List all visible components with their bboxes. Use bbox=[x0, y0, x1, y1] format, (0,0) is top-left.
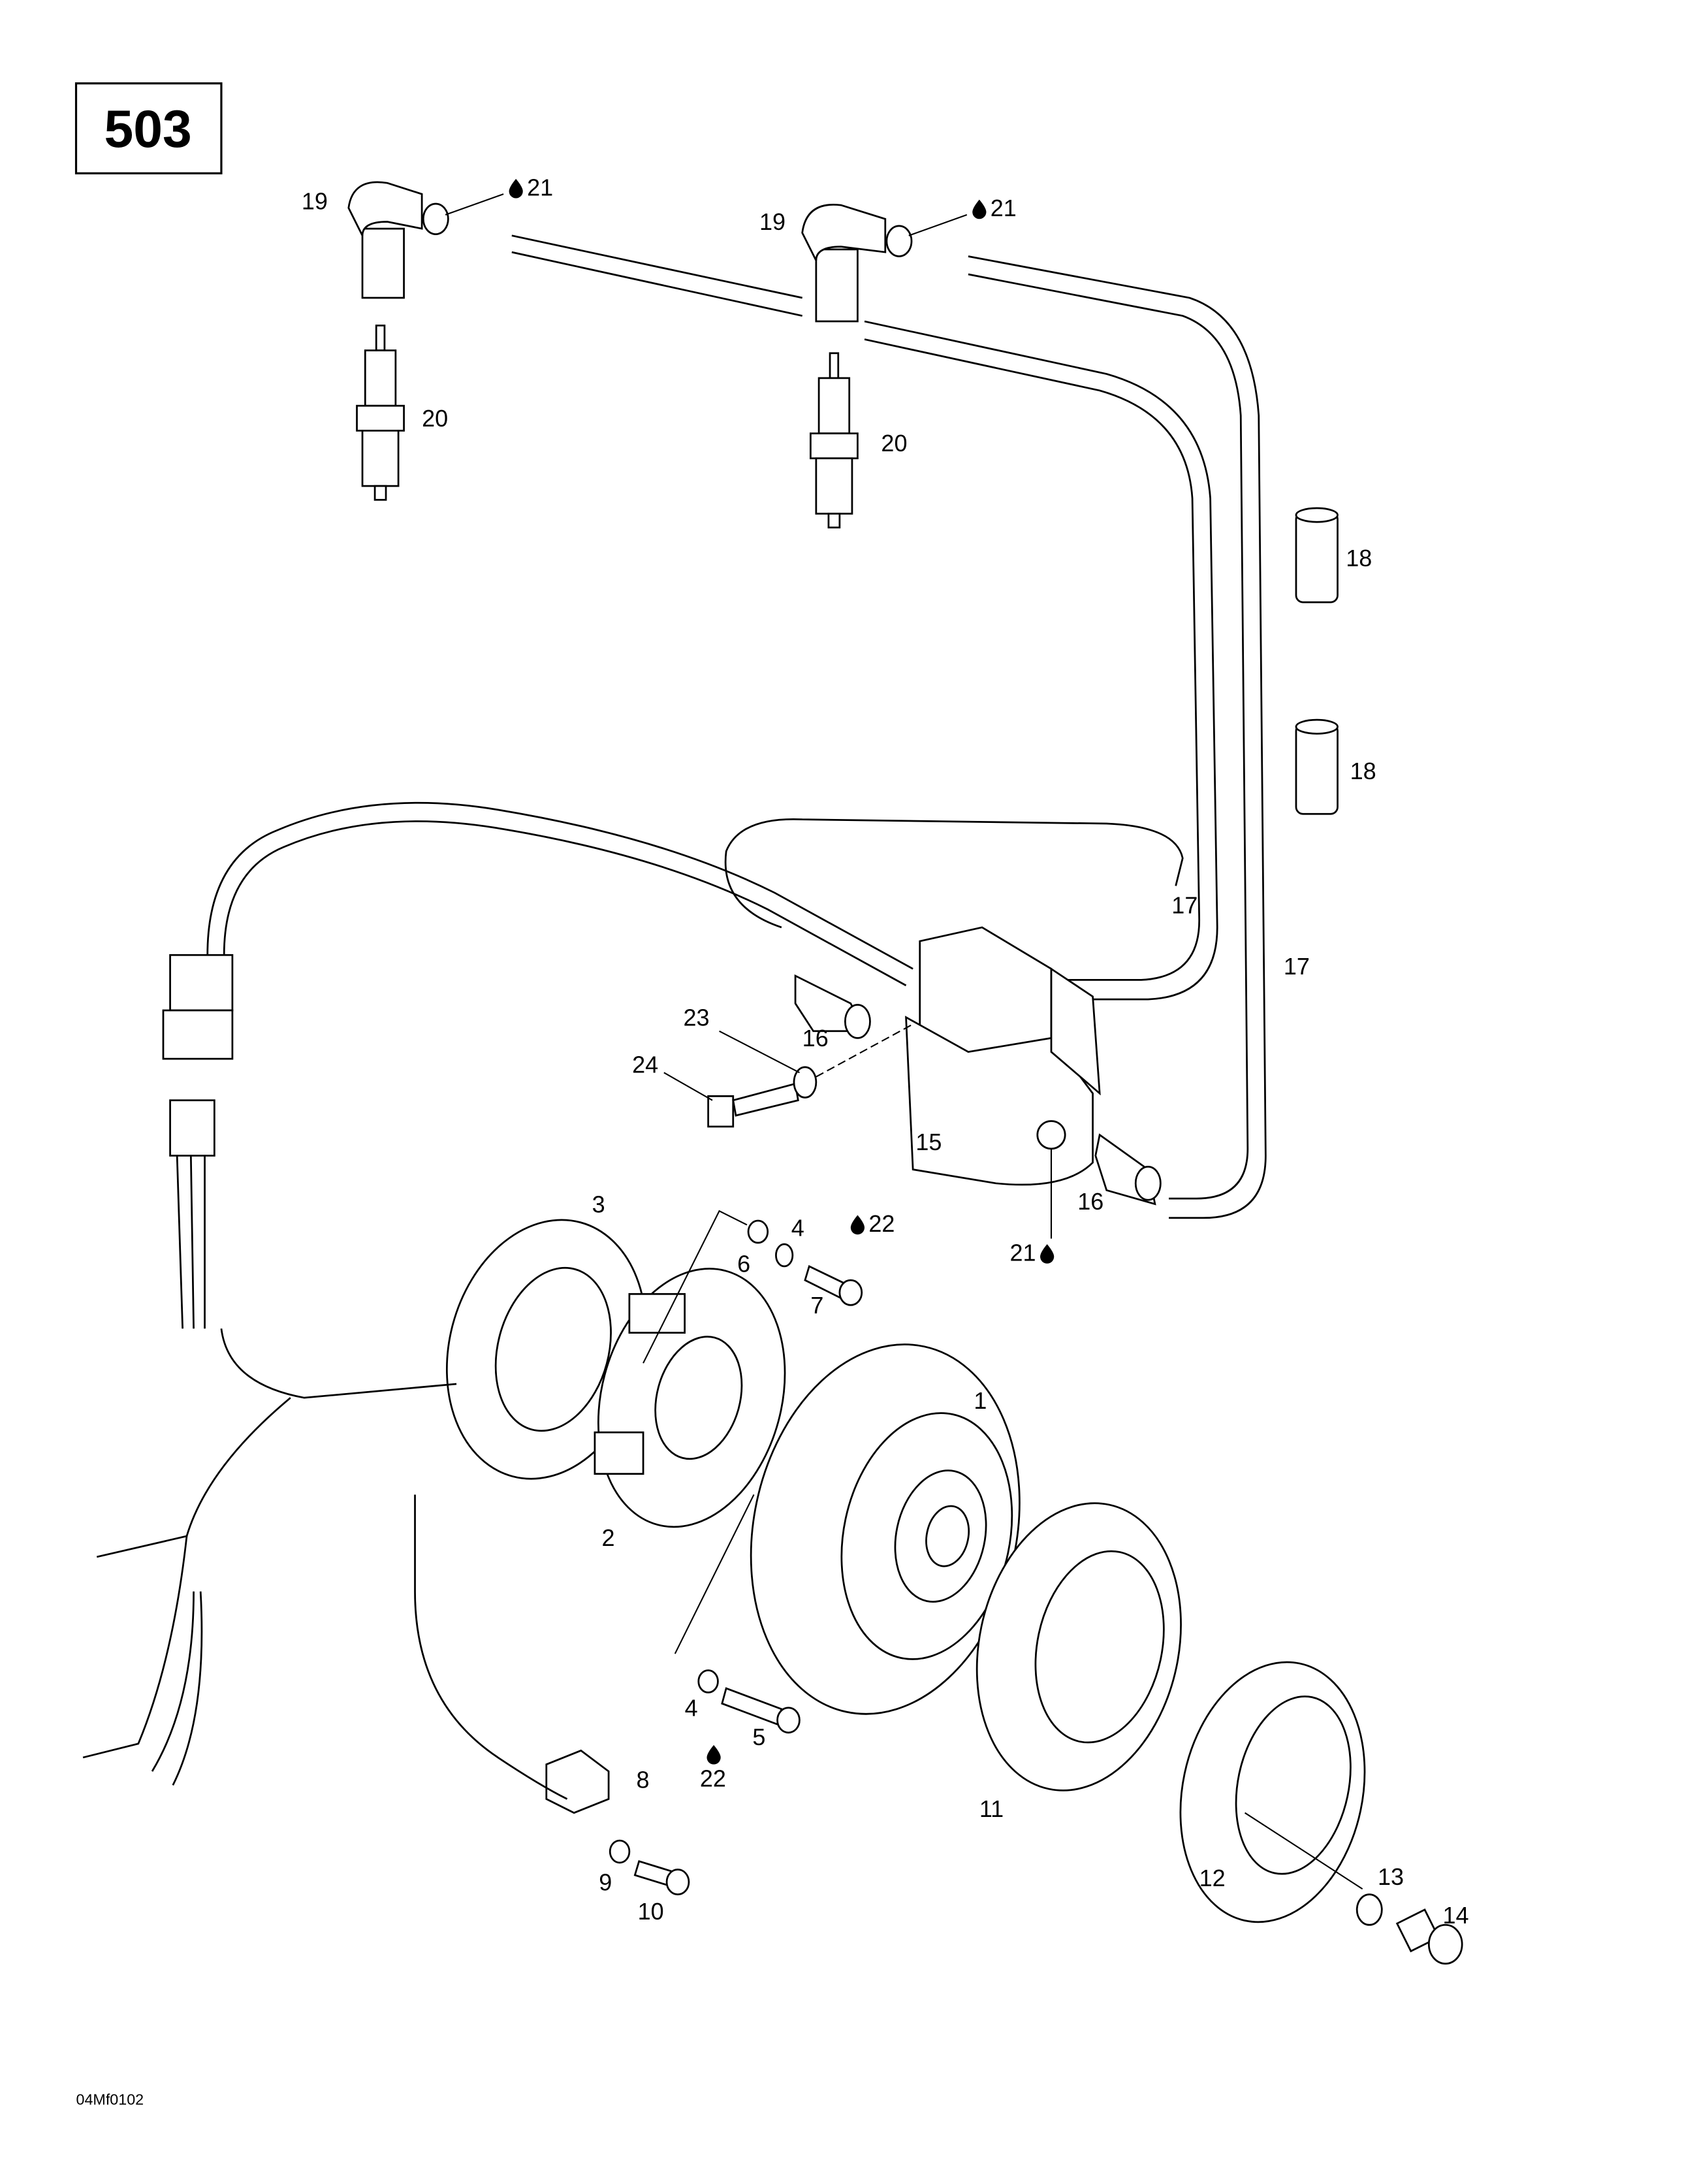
callout-3: 3 bbox=[592, 1191, 605, 1217]
ignition-coil bbox=[905, 926, 1101, 1186]
callout-12: 12 bbox=[1199, 1865, 1226, 1891]
sleeve-lower bbox=[1295, 718, 1339, 815]
callout-1: 1 bbox=[974, 1387, 987, 1414]
spark-plug-cap-right bbox=[801, 203, 913, 323]
callout-21: 21 bbox=[527, 174, 553, 201]
callout-20: 20 bbox=[422, 405, 448, 432]
callout-23: 23 bbox=[684, 1004, 710, 1031]
page-number-box: 503 bbox=[74, 82, 223, 174]
callout-6: 6 bbox=[737, 1250, 750, 1277]
callout-7: 7 bbox=[810, 1292, 823, 1319]
drop-icon bbox=[509, 178, 523, 199]
callout-5: 5 bbox=[752, 1724, 765, 1750]
callout-20: 20 bbox=[881, 430, 907, 457]
drop-icon bbox=[706, 1744, 721, 1765]
callout-2: 2 bbox=[602, 1524, 615, 1551]
callout-8: 8 bbox=[636, 1767, 649, 1793]
starter-cup bbox=[1179, 1661, 1366, 1923]
callout-9: 9 bbox=[599, 1869, 612, 1895]
screw-14 bbox=[1395, 1908, 1463, 1965]
callout-16: 16 bbox=[1077, 1188, 1103, 1215]
callout-22: 22 bbox=[868, 1210, 895, 1237]
washer-13 bbox=[1356, 1893, 1383, 1926]
callout-18: 18 bbox=[1350, 758, 1376, 784]
figure-code: 04Mf0102 bbox=[76, 2091, 144, 2108]
drop-icon bbox=[1040, 1244, 1055, 1264]
spark-plug-right bbox=[810, 352, 859, 529]
callout-19: 19 bbox=[302, 187, 328, 214]
callout-13: 13 bbox=[1378, 1863, 1404, 1890]
callout-22: 22 bbox=[700, 1765, 726, 1791]
small-hardware bbox=[609, 1210, 863, 1896]
callout-21: 21 bbox=[991, 195, 1017, 221]
starter-pulley bbox=[976, 1502, 1182, 1791]
trigger-coil bbox=[414, 1494, 610, 1814]
stator bbox=[594, 1268, 786, 1528]
callout-19: 19 bbox=[759, 208, 785, 235]
drop-icon bbox=[972, 199, 987, 219]
terminal-16-upper bbox=[794, 974, 871, 1039]
callout-4: 4 bbox=[791, 1214, 804, 1241]
callout-4: 4 bbox=[685, 1694, 698, 1721]
ground-wires bbox=[82, 1328, 457, 1786]
connector-upper bbox=[162, 954, 234, 1060]
high-tension-wires bbox=[511, 234, 1267, 1219]
callout-17: 17 bbox=[1284, 953, 1310, 980]
washer-23 bbox=[793, 1023, 913, 1099]
callout-21: 21 bbox=[1009, 1239, 1036, 1266]
spark-plug-cap-left bbox=[347, 181, 449, 299]
callout-16: 16 bbox=[802, 1025, 829, 1052]
callout-14: 14 bbox=[1443, 1902, 1469, 1929]
harness-wire bbox=[206, 801, 1184, 987]
screw-24 bbox=[707, 1082, 799, 1128]
sleeve-upper bbox=[1295, 507, 1339, 603]
callout-15: 15 bbox=[915, 1129, 942, 1155]
flywheel bbox=[750, 1343, 1021, 1715]
drop-icon bbox=[850, 1215, 865, 1235]
callout-24: 24 bbox=[632, 1051, 658, 1078]
spark-plug-left bbox=[356, 325, 405, 501]
callout-18: 18 bbox=[1346, 545, 1372, 571]
connector-lower bbox=[169, 1099, 215, 1329]
callout-10: 10 bbox=[638, 1898, 664, 1925]
callout-labels: 19 21 19 21 20 20 18 18 17 17 23 24 16 1… bbox=[302, 174, 1469, 1929]
terminal-16-lower bbox=[1094, 1133, 1162, 1206]
page-number: 503 bbox=[104, 100, 192, 159]
callout-17: 17 bbox=[1171, 892, 1198, 919]
leader-lines bbox=[445, 193, 1053, 1239]
callout-11: 11 bbox=[979, 1795, 1004, 1822]
